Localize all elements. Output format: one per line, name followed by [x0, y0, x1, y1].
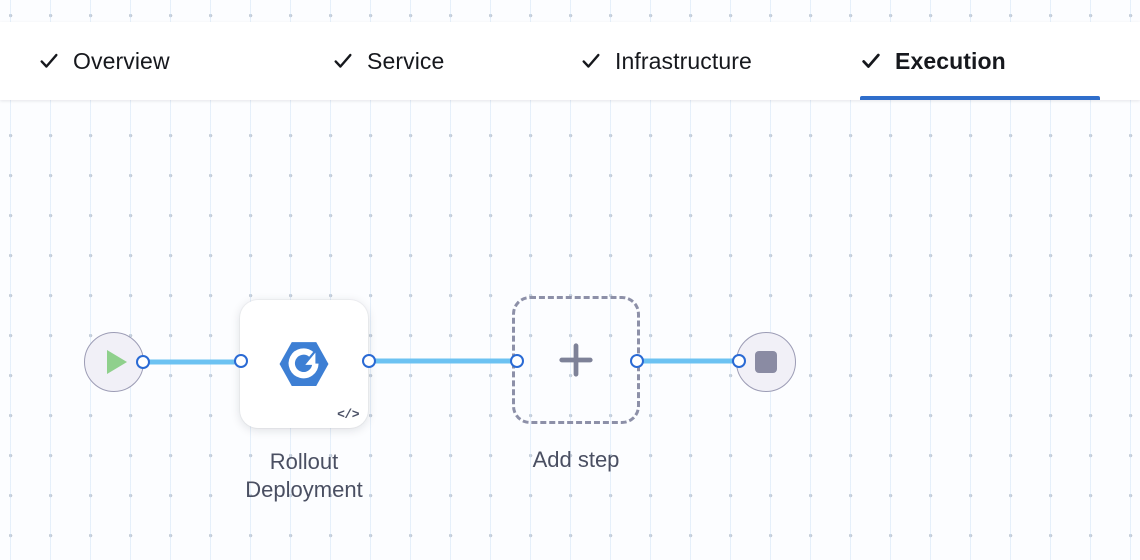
wizard-tab-bar: Overview Service Infrastructure Executio…: [0, 22, 1140, 100]
handle-end-target[interactable]: [732, 354, 746, 368]
check-icon: [862, 53, 880, 68]
tab-overview[interactable]: Overview: [38, 22, 250, 100]
tab-label: Execution: [895, 47, 1006, 74]
check-icon: [40, 53, 58, 68]
flow-start-node[interactable]: [84, 332, 144, 392]
tab-service[interactable]: Service: [332, 22, 482, 100]
tab-infrastructure[interactable]: Infrastructure: [580, 22, 808, 100]
handle-add-source[interactable]: [630, 354, 644, 368]
flow-step-label: Rollout Deployment: [245, 449, 363, 502]
play-icon: [107, 350, 127, 374]
tab-label: Infrastructure: [615, 47, 752, 74]
code-badge-icon: </>: [337, 407, 359, 422]
tab-label: Service: [367, 47, 445, 74]
flow-step-rollout-deployment[interactable]: </>: [240, 300, 368, 428]
flow-end-node[interactable]: [736, 332, 796, 392]
check-icon: [582, 53, 600, 68]
pipeline-flow-graph[interactable]: </> Rollout Deployment Add step: [0, 100, 1140, 560]
check-icon: [334, 53, 352, 68]
stop-icon: [755, 351, 777, 373]
tab-execution[interactable]: Execution: [860, 22, 1100, 100]
tab-active-underline: [860, 96, 1100, 100]
handle-start-source[interactable]: [136, 355, 150, 369]
tab-label: Overview: [73, 47, 170, 74]
plus-icon: [559, 343, 593, 377]
flow-add-step-node[interactable]: [512, 296, 640, 424]
handle-add-target[interactable]: [510, 354, 524, 368]
rollout-hexagon-icon: [279, 342, 329, 386]
flow-add-step-label: Add step: [532, 447, 620, 472]
handle-step-source[interactable]: [362, 354, 376, 368]
handle-step-target[interactable]: [234, 354, 248, 368]
